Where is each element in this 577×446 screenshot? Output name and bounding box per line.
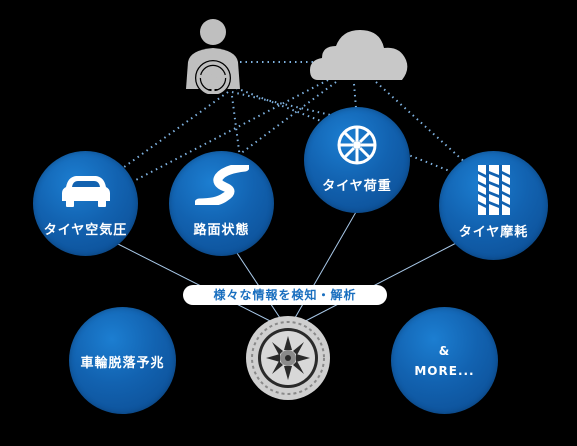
- tire-pressure-label: タイヤ空気圧: [43, 223, 128, 238]
- tread-icon: [477, 165, 510, 215]
- road-icon: [194, 165, 249, 205]
- wheel-detachment-label: 車輪脱落予兆: [80, 356, 165, 371]
- tire-pressure-circle: タイヤ空気圧: [33, 151, 138, 256]
- road-condition-circle: 路面状態: [169, 151, 274, 256]
- more-ampersand: &: [438, 344, 451, 358]
- tire-wear-circle: タイヤ摩耗: [439, 151, 548, 260]
- detect-analyze-label: 様々な情報を検知・解析: [183, 285, 387, 305]
- cloud-icon: [310, 30, 408, 80]
- tire-load-circle: タイヤ荷重: [304, 107, 410, 213]
- tire-icon: [246, 316, 330, 400]
- wheel-icon: [337, 125, 377, 165]
- driver-icon: [186, 19, 240, 94]
- more-label: MORE...: [414, 364, 475, 378]
- car-icon: [61, 176, 110, 207]
- road-condition-label: 路面状態: [193, 223, 250, 238]
- more-circle: & MORE...: [391, 307, 498, 414]
- tire-load-label: タイヤ荷重: [322, 179, 392, 194]
- tire-wear-label: タイヤ摩耗: [458, 225, 529, 240]
- wheel-detachment-circle: 車輪脱落予兆: [69, 307, 176, 414]
